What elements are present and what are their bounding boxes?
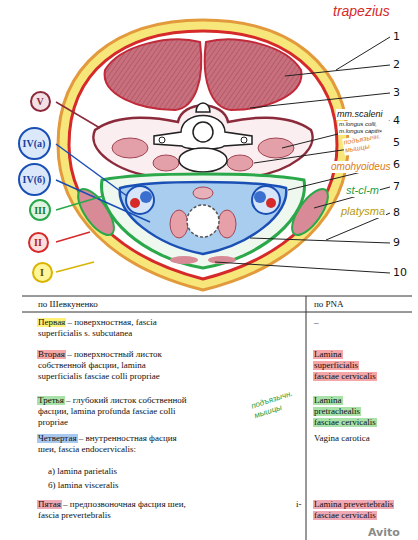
callout-number: 10: [393, 266, 407, 279]
callout-number: 5: [393, 136, 400, 149]
table-cell: б) lamina visceralis: [48, 480, 188, 491]
table-header: по PNA: [314, 299, 344, 310]
table-cell: Четвертая – внутренностная фасция шеи, f…: [38, 433, 188, 455]
table-cell: Вторая – поверхностный листок собственно…: [38, 349, 188, 382]
callout-number: 8: [393, 206, 400, 219]
callout-number: 1: [393, 30, 400, 43]
layer-numeral: III: [34, 205, 46, 216]
table-header: по Шевкуненко: [38, 299, 98, 310]
table-cell: Первая – поверхностная, fascia superfici…: [38, 317, 188, 339]
table-cell: Lamina pretrachealis fasciae cervicalis: [314, 395, 376, 428]
table-cell: Vagina carotica: [314, 433, 394, 444]
callout-number: 2: [393, 58, 400, 71]
callout-number: 6: [393, 158, 400, 171]
callout-number: 3: [393, 86, 400, 99]
layer-marker: I: [32, 262, 53, 283]
table-cell: –: [314, 317, 319, 328]
handwritten-note: подъязычн. мышцы: [250, 385, 309, 421]
handwritten-note: mm.scaleni: [336, 109, 384, 120]
table-cell: i-: [296, 499, 302, 510]
layer-numeral: I: [40, 267, 44, 278]
callout-number: 4: [393, 114, 400, 127]
callout-number: 9: [393, 236, 400, 249]
table-cell: Пятая – предпозвоночная фасция шеи, fasc…: [38, 499, 188, 521]
handwritten-note: platysma: [340, 205, 386, 218]
layer-marker: II: [28, 232, 49, 253]
table-cell: а) lamina parietalis: [48, 466, 188, 477]
handwritten-note: trapezius: [332, 3, 391, 20]
layer-marker: IV(a): [18, 127, 51, 160]
handwritten-note: st-cl-m: [345, 184, 380, 197]
layer-numeral: V: [36, 96, 43, 107]
table-cell: Третья – глубокий листок собственной фас…: [38, 395, 188, 428]
handwritten-note: omohyoideus: [330, 161, 391, 173]
layer-marker: IV(б): [18, 163, 51, 196]
layer-marker: V: [30, 91, 51, 112]
layer-numeral: IV(a): [23, 138, 46, 149]
layer-marker: III: [29, 199, 51, 221]
callout-number: 7: [393, 180, 400, 193]
table-cell: Lamina prevertebralis fasciae cervicalis: [314, 499, 414, 521]
layer-numeral: II: [34, 237, 42, 248]
table-cell: Lamina superficialis fasciae cervicalis: [314, 349, 376, 382]
layer-numeral: IV(б): [23, 174, 46, 185]
watermark: Avito: [368, 526, 400, 539]
